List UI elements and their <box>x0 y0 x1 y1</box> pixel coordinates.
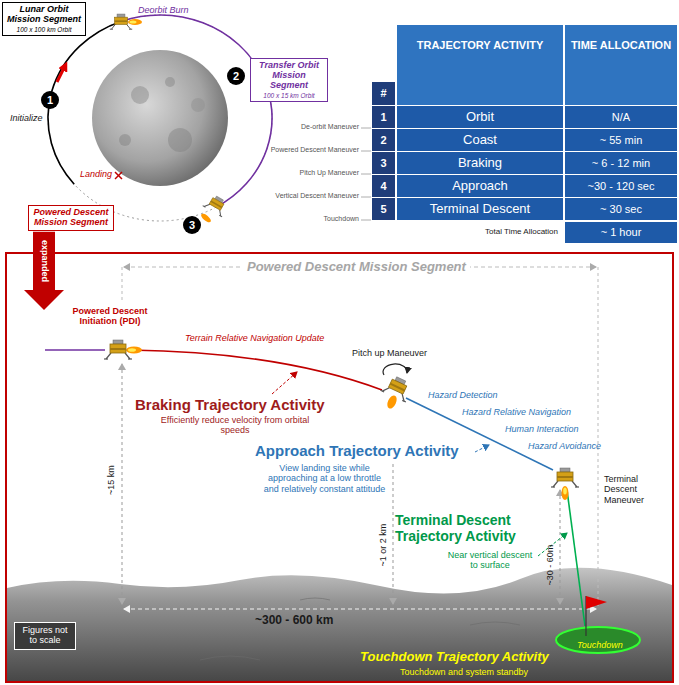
event-label: Hazard Relative Navigation <box>462 407 571 417</box>
callout-number: 1 <box>41 91 59 109</box>
event-label: Pitch up Maneuver <box>352 348 427 358</box>
node-text: Figures not to scale <box>18 626 72 646</box>
segment-box: Transfer Orbit Mission Segment100 x 15 k… <box>250 58 328 102</box>
table-cell: Total Time Allocation <box>440 227 558 236</box>
dimension-label: ~1 or 2 km <box>378 524 388 567</box>
table-cell: Terminal Descent <box>397 198 563 220</box>
activity-title: Touchdown Trajectory Activity <box>360 650 549 665</box>
table-header: TRAJECTORY ACTIVITY <box>397 25 563 105</box>
event-label: Hazard Detection <box>428 390 498 400</box>
node-text: Lunar Orbit Mission Segment <box>6 5 82 25</box>
callout-number: 2 <box>227 67 245 85</box>
table-cell: ~ 55 min <box>565 129 677 151</box>
orbit-label: Initialize <box>10 113 43 123</box>
event-label: Powered Descent Initiation (PDI) <box>70 306 150 327</box>
expand-arrow <box>24 232 64 310</box>
activity-title: Terminal Descent Trajectory Activity <box>395 512 545 544</box>
table-cell: N/A <box>565 106 677 128</box>
table-cell: Orbit <box>397 106 563 128</box>
dimension-label: ~300 - 600 km <box>255 614 333 628</box>
dimension-label: ~15 km <box>106 465 116 495</box>
segment-box: Lunar Orbit Mission Segment100 x 100 km … <box>2 2 86 36</box>
event-label: Human Interaction <box>505 424 579 434</box>
table-header: TIME ALLOCATION <box>565 25 677 105</box>
table-cell: ~ 30 sec <box>565 198 677 220</box>
note-box: Figures not to scale <box>14 622 76 650</box>
table-cell: ~30 - 120 sec <box>565 175 677 197</box>
event-label: Terrain Relative Navigation Update <box>185 333 324 343</box>
table-cell: Braking <box>397 152 563 174</box>
node-text: 2 <box>233 70 239 82</box>
maneuver-label: Pitch Up Maneuver <box>239 169 359 177</box>
activity-title: Braking Trajectory Activity <box>135 396 325 413</box>
orbit-label: Landing <box>80 169 112 179</box>
table-cell: 2 <box>372 129 395 151</box>
node-text: Powered Descent Mission Segment <box>32 208 110 228</box>
activity-note: Touchdown and system standby <box>400 667 528 677</box>
node-text: 100 x 15 km Orbit <box>254 92 324 99</box>
segment-box: Powered Descent Mission Segment <box>28 205 114 231</box>
maneuver-label: Vertical Descent Maneuver <box>239 192 359 200</box>
activity-note: Near vertical descent to surface <box>445 550 535 571</box>
event-label: Hazard Avoidance <box>528 441 601 451</box>
table-cell: ~ 1 hour <box>565 222 677 243</box>
target-label: Touchdown <box>577 640 623 650</box>
event-label: Terminal Descent Maneuver <box>604 474 670 505</box>
table-cell: 3 <box>372 152 395 174</box>
activity-title: Approach Trajectory Activity <box>255 442 459 459</box>
maneuver-label: Touchdown <box>239 215 359 223</box>
node-text: 100 x 100 km Orbit <box>6 26 82 33</box>
orbit-label: Deorbit Burn <box>138 5 189 15</box>
table-cell: ~ 6 - 12 min <box>565 152 677 174</box>
maneuver-label: Powered Descent Maneuver <box>239 146 359 154</box>
callout-number: 3 <box>183 216 201 234</box>
maneuver-label: De-orbit Maneuver <box>239 123 359 131</box>
table-cell: 4 <box>372 175 395 197</box>
node-text: Powered Descent Mission Segment <box>243 259 470 274</box>
node-text: Transfer Orbit Mission Segment <box>254 61 324 91</box>
table-cell: Approach <box>397 175 563 197</box>
activity-note: View landing site while approaching at a… <box>262 463 387 494</box>
connector-label: expanded <box>39 240 49 282</box>
table-cell: 1 <box>372 106 395 128</box>
table-cell: Coast <box>397 129 563 151</box>
node-text: 1 <box>47 94 53 106</box>
dimension-label: ~30 - 60m <box>545 545 555 586</box>
table-cell: 5 <box>372 198 395 220</box>
table-header: # <box>372 82 395 105</box>
node-text: 3 <box>189 219 195 231</box>
activity-note: Efficiently reduce velocity from orbital… <box>150 415 320 436</box>
